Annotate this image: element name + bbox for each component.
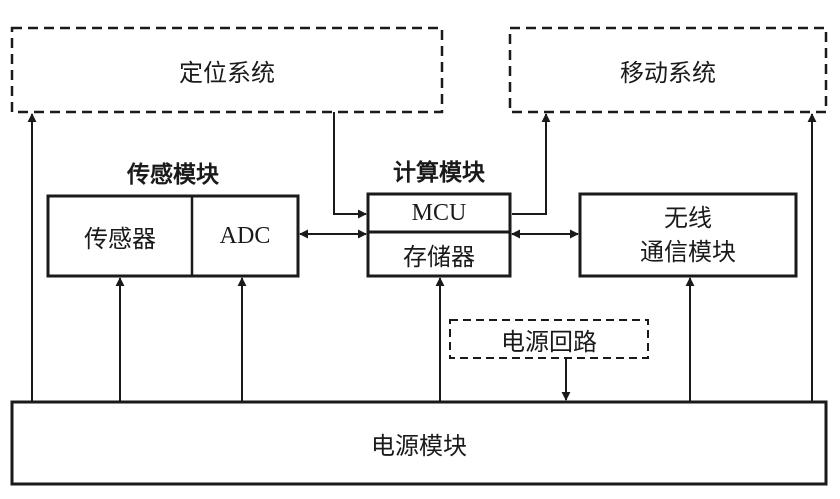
mobility-system-box [508, 26, 828, 114]
wireless-comm-label-line2: 通信模块 [640, 238, 736, 266]
power-module-label: 电源模块 [371, 431, 467, 460]
positioning-system-label: 定位系统 [179, 58, 275, 87]
sensing-module-caption: 传感模块 [127, 162, 219, 188]
wireless-comm-label-line1: 无线 [664, 204, 712, 232]
wireless-comm-box [578, 192, 798, 278]
power-module-box [10, 400, 828, 486]
mobility-system-label: 移动系统 [620, 58, 716, 87]
adc-label: ADC [219, 222, 271, 249]
arrow-positioning-to-mcu [333, 112, 367, 219]
sensor-label: 传感器 [84, 224, 156, 253]
computing-module-box [366, 192, 512, 278]
sensing-module-box [46, 194, 300, 278]
mcu-label: MCU [411, 199, 467, 226]
power-circuit-box [449, 319, 649, 359]
power-circuit-label: 电源回路 [501, 327, 597, 356]
arrow-mcu-to-mobility [512, 113, 551, 215]
positioning-system-box [10, 26, 444, 114]
memory-label: 存储器 [403, 242, 475, 271]
wireless-comm-label: 无线 通信模块 [580, 194, 796, 276]
computing-module-caption: 计算模块 [393, 160, 485, 186]
